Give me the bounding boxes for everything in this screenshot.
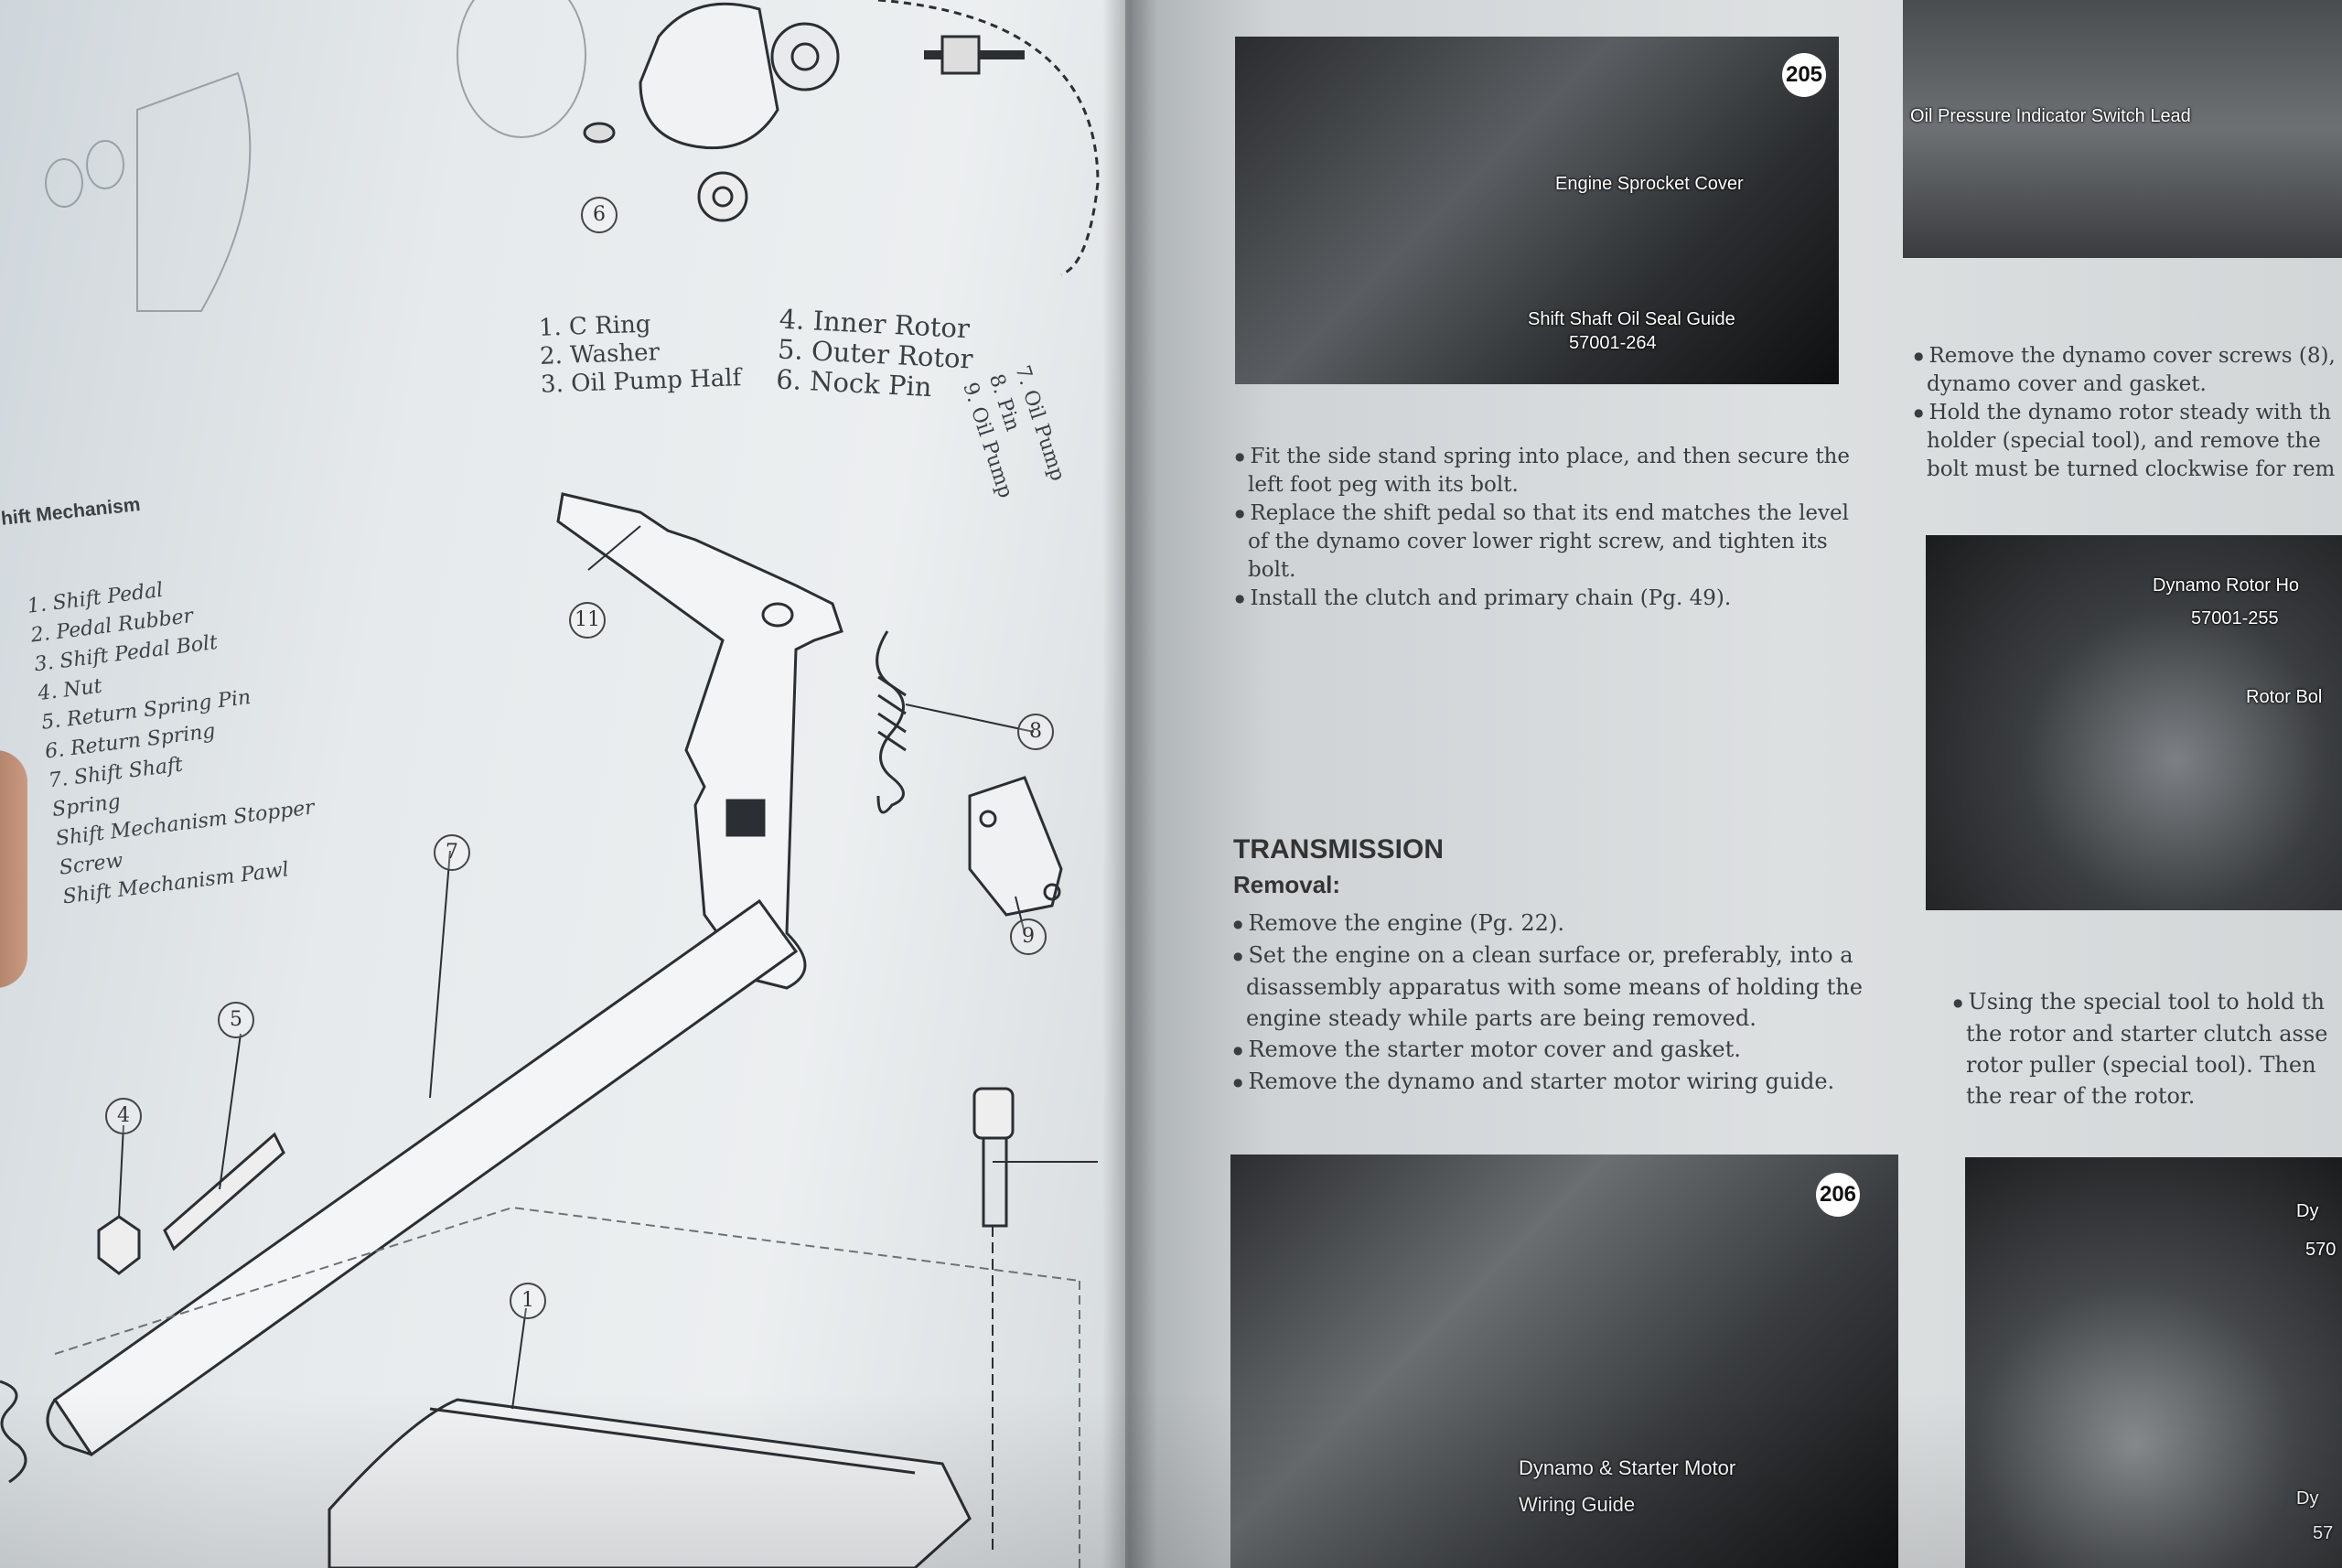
callout-9: 9 bbox=[1010, 918, 1047, 955]
instruction-line: Install the clutch and primary chain (Pg… bbox=[1235, 585, 1850, 613]
photo-label: Wiring Guide bbox=[1519, 1493, 1636, 1516]
photo-label: 57001-264 bbox=[1569, 333, 1657, 353]
photo-label: Engine Sprocket Cover bbox=[1555, 174, 1744, 194]
callout-11: 11 bbox=[569, 602, 606, 639]
figure-number: 206 bbox=[1816, 1173, 1860, 1217]
instruction-line: bolt must be turned clockwise for rem bbox=[1927, 457, 2336, 481]
instruction-line: Hold the dynamo rotor steady with th bbox=[1914, 399, 2336, 427]
photo-label: Dy bbox=[2296, 1488, 2319, 1509]
shift-mechanism-legend: 1. Shift Pedal 2. Pedal Rubber 3. Shift … bbox=[26, 561, 323, 912]
instruction-line: Set the engine on a clean surface or, pr… bbox=[1233, 940, 1863, 972]
callout-6: 6 bbox=[581, 197, 618, 233]
section-subheading: Removal: bbox=[1233, 871, 1341, 898]
instruction-line: Remove the engine (Pg. 22). bbox=[1233, 908, 1863, 940]
instruction-line: Replace the shift pedal so that its end … bbox=[1235, 499, 1850, 528]
callout-5: 5 bbox=[218, 1002, 254, 1038]
photo-label: Dy bbox=[2296, 1201, 2319, 1221]
instruction-line: holder (special tool), and remove the bbox=[1927, 429, 2321, 453]
photo-label: Dynamo Rotor Ho bbox=[2153, 575, 2300, 596]
section-heading: TRANSMISSION bbox=[1233, 834, 1445, 865]
photo-label: Rotor Bol bbox=[2246, 687, 2323, 707]
instruction-line: of the dynamo cover lower right screw, a… bbox=[1248, 530, 1828, 553]
figure-number: 205 bbox=[1782, 53, 1826, 97]
exploded-view-drawing bbox=[0, 0, 1100, 1568]
photo-fig-206: 206 Dynamo & Starter Motor Wiring Guide bbox=[1230, 1155, 1898, 1568]
photo-label: 57 bbox=[2313, 1523, 2334, 1543]
instruction-line: Remove the starter motor cover and gaske… bbox=[1233, 1034, 1863, 1066]
instruction-line: disassembly apparatus with some means of… bbox=[1246, 974, 1863, 1000]
photo-fig-205: 205 Engine Sprocket Cover Shift Shaft Oi… bbox=[1235, 37, 1839, 384]
instruction-line: left foot peg with its bolt. bbox=[1248, 473, 1519, 497]
callout-4: 4 bbox=[105, 1098, 142, 1134]
instruction-line: the rear of the rotor. bbox=[1966, 1083, 2196, 1109]
instruction-line: Fit the side stand spring into place, an… bbox=[1235, 443, 1850, 471]
oil-pump-legend-col1: 1. C Ring 2. Washer 3. Oil Pump Half bbox=[538, 307, 741, 400]
book-gutter bbox=[1102, 0, 1157, 1568]
photo-label: Shift Shaft Oil Seal Guide bbox=[1528, 309, 1735, 329]
callout-7: 7 bbox=[434, 834, 470, 871]
transmission-steps: Remove the engine (Pg. 22). Set the engi… bbox=[1233, 908, 1863, 1098]
photo-label: 57001-255 bbox=[2191, 608, 2279, 628]
callout-1: 1 bbox=[510, 1283, 546, 1319]
instructions-reassembly: Fit the side stand spring into place, an… bbox=[1235, 443, 1850, 613]
instruction-line: the rotor and starter clutch asse bbox=[1966, 1021, 2328, 1047]
photo-bottom-right: Dy 570 Dy 57 bbox=[1965, 1157, 2342, 1568]
callout-8: 8 bbox=[1017, 714, 1054, 750]
instruction-line: bolt. bbox=[1248, 558, 1296, 582]
photo-mid-right: Dynamo Rotor Ho 57001-255 Rotor Bol bbox=[1926, 535, 2342, 910]
instruction-line: Using the special tool to hold th bbox=[1953, 986, 2327, 1018]
instructions-dynamo-cover: Remove the dynamo cover screws (8), dyna… bbox=[1914, 342, 2336, 484]
photo-label: Dynamo & Starter Motor bbox=[1519, 1456, 1736, 1479]
instruction-line: Remove the dynamo and starter motor wiri… bbox=[1233, 1066, 1863, 1098]
photo-label: Oil Pressure Indicator Switch Lead bbox=[1910, 106, 2191, 126]
instruction-line: dynamo cover and gasket. bbox=[1927, 372, 2207, 396]
oil-pump-legend-col2: 4. Inner Rotor 5. Outer Rotor 6. Nock Pi… bbox=[776, 303, 975, 404]
instructions-rotor-puller: Using the special tool to hold th the ro… bbox=[1953, 986, 2327, 1112]
thumb bbox=[0, 750, 27, 988]
photo-label: 570 bbox=[2305, 1240, 2337, 1260]
instruction-line: engine steady while parts are being remo… bbox=[1246, 1005, 1756, 1031]
photo-top-right: Oil Pressure Indicator Switch Lead bbox=[1903, 0, 2342, 258]
instruction-line: Remove the dynamo cover screws (8), bbox=[1914, 342, 2335, 371]
instruction-line: rotor puller (special tool). Then bbox=[1966, 1052, 2316, 1078]
